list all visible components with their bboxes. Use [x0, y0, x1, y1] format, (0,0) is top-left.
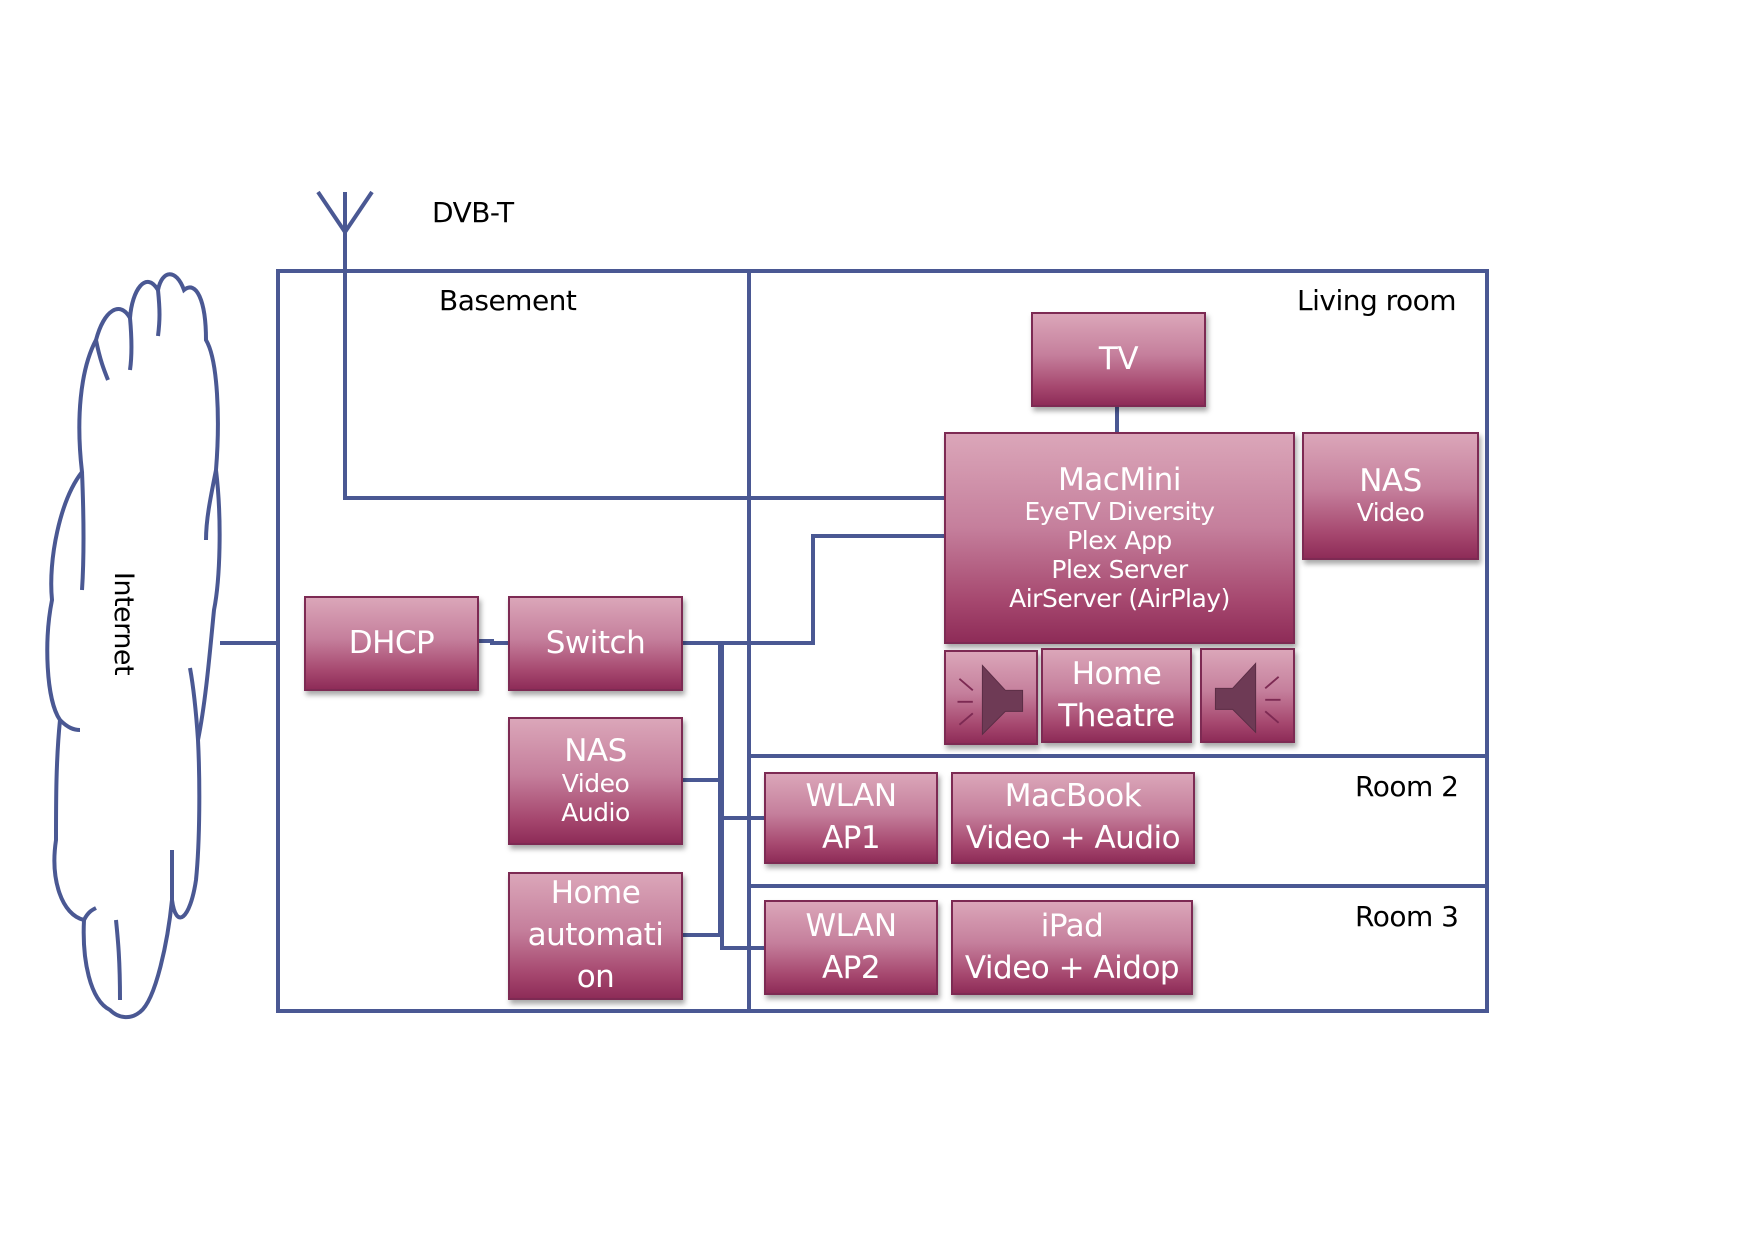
cloud-bump [58, 718, 81, 732]
cloud-bump [94, 339, 110, 381]
switch-bus-right [720, 641, 764, 950]
zone-label-room3: Room 3 [1355, 900, 1459, 933]
node-tv[interactable]: TV [1031, 312, 1206, 407]
node-speaker-left[interactable] [944, 650, 1038, 745]
node-line: Video [561, 769, 630, 799]
zone-label-room2: Room 2 [1355, 770, 1459, 803]
cloud-bump [204, 469, 218, 541]
node-nas-basement[interactable]: NAS Video Audio [508, 717, 683, 845]
cloud-bump [128, 317, 134, 371]
node-line: iPad [1040, 907, 1104, 944]
zone-label-living-room: Living room [1297, 284, 1457, 317]
node-home-automation[interactable]: Home automati on [508, 872, 683, 1000]
node-line: AirServer (AirPlay) [1009, 583, 1230, 613]
node-line: EyeTV Diversity [1024, 497, 1215, 527]
node-line: Home [1071, 655, 1162, 692]
node-wlan-ap2[interactable]: WLAN AP2 [764, 900, 938, 995]
node-title: NAS [564, 733, 627, 770]
node-line: automati [527, 917, 664, 954]
node-line: Video + Aidop [964, 949, 1180, 986]
node-title: NAS [1359, 462, 1422, 499]
node-macbook[interactable]: MacBook Video + Audio [951, 772, 1195, 864]
node-macmini[interactable]: MacMini EyeTV Diversity Plex App Plex Se… [944, 432, 1295, 644]
node-ipad[interactable]: iPad Video + Aidop [951, 900, 1193, 995]
node-nas-living[interactable]: NAS Video [1302, 432, 1479, 560]
antenna-label: DVB-T [432, 196, 514, 229]
node-wlan-ap1[interactable]: WLAN AP1 [764, 772, 938, 864]
node-line: AP1 [821, 820, 881, 856]
speaker-icon [1214, 662, 1281, 734]
node-line: Plex App [1067, 526, 1172, 556]
node-dhcp[interactable]: DHCP [304, 596, 479, 691]
internet-cloud [45, 272, 222, 1019]
node-title: TV [1098, 340, 1139, 377]
node-title: DHCP [348, 624, 435, 661]
node-line: Plex Server [1051, 554, 1188, 584]
node-line: Audio [561, 797, 630, 827]
node-switch[interactable]: Switch [508, 596, 683, 691]
dhcp-switch-link [479, 639, 508, 645]
node-title: MacMini [1058, 461, 1181, 498]
node-title: Switch [545, 624, 646, 661]
node-line: Home [550, 875, 641, 912]
antenna-cable [343, 232, 944, 500]
node-line: WLAN [805, 907, 897, 944]
antenna-icon [316, 190, 374, 236]
node-line: Video [1356, 498, 1425, 528]
cloud-bump [188, 667, 200, 741]
cloud-bump [114, 919, 122, 1001]
switch-macmini-link [682, 534, 944, 645]
cloud-label: Internet [108, 571, 140, 676]
node-line: Theatre [1058, 697, 1175, 734]
cloud-bump [82, 906, 97, 921]
cloud-bump [80, 471, 86, 591]
node-line: AP2 [821, 949, 881, 986]
node-line: MacBook [1004, 778, 1142, 815]
switch-bus-left [682, 641, 722, 937]
node-speaker-right[interactable] [1200, 648, 1295, 743]
node-line: Video + Audio [965, 820, 1181, 856]
node-home-theatre[interactable]: Home Theatre [1041, 648, 1192, 743]
cloud-bump [156, 289, 162, 337]
zone-label-basement: Basement [439, 284, 577, 317]
speaker-icon [957, 664, 1024, 736]
node-line: on [576, 958, 615, 995]
node-line: WLAN [805, 778, 897, 815]
